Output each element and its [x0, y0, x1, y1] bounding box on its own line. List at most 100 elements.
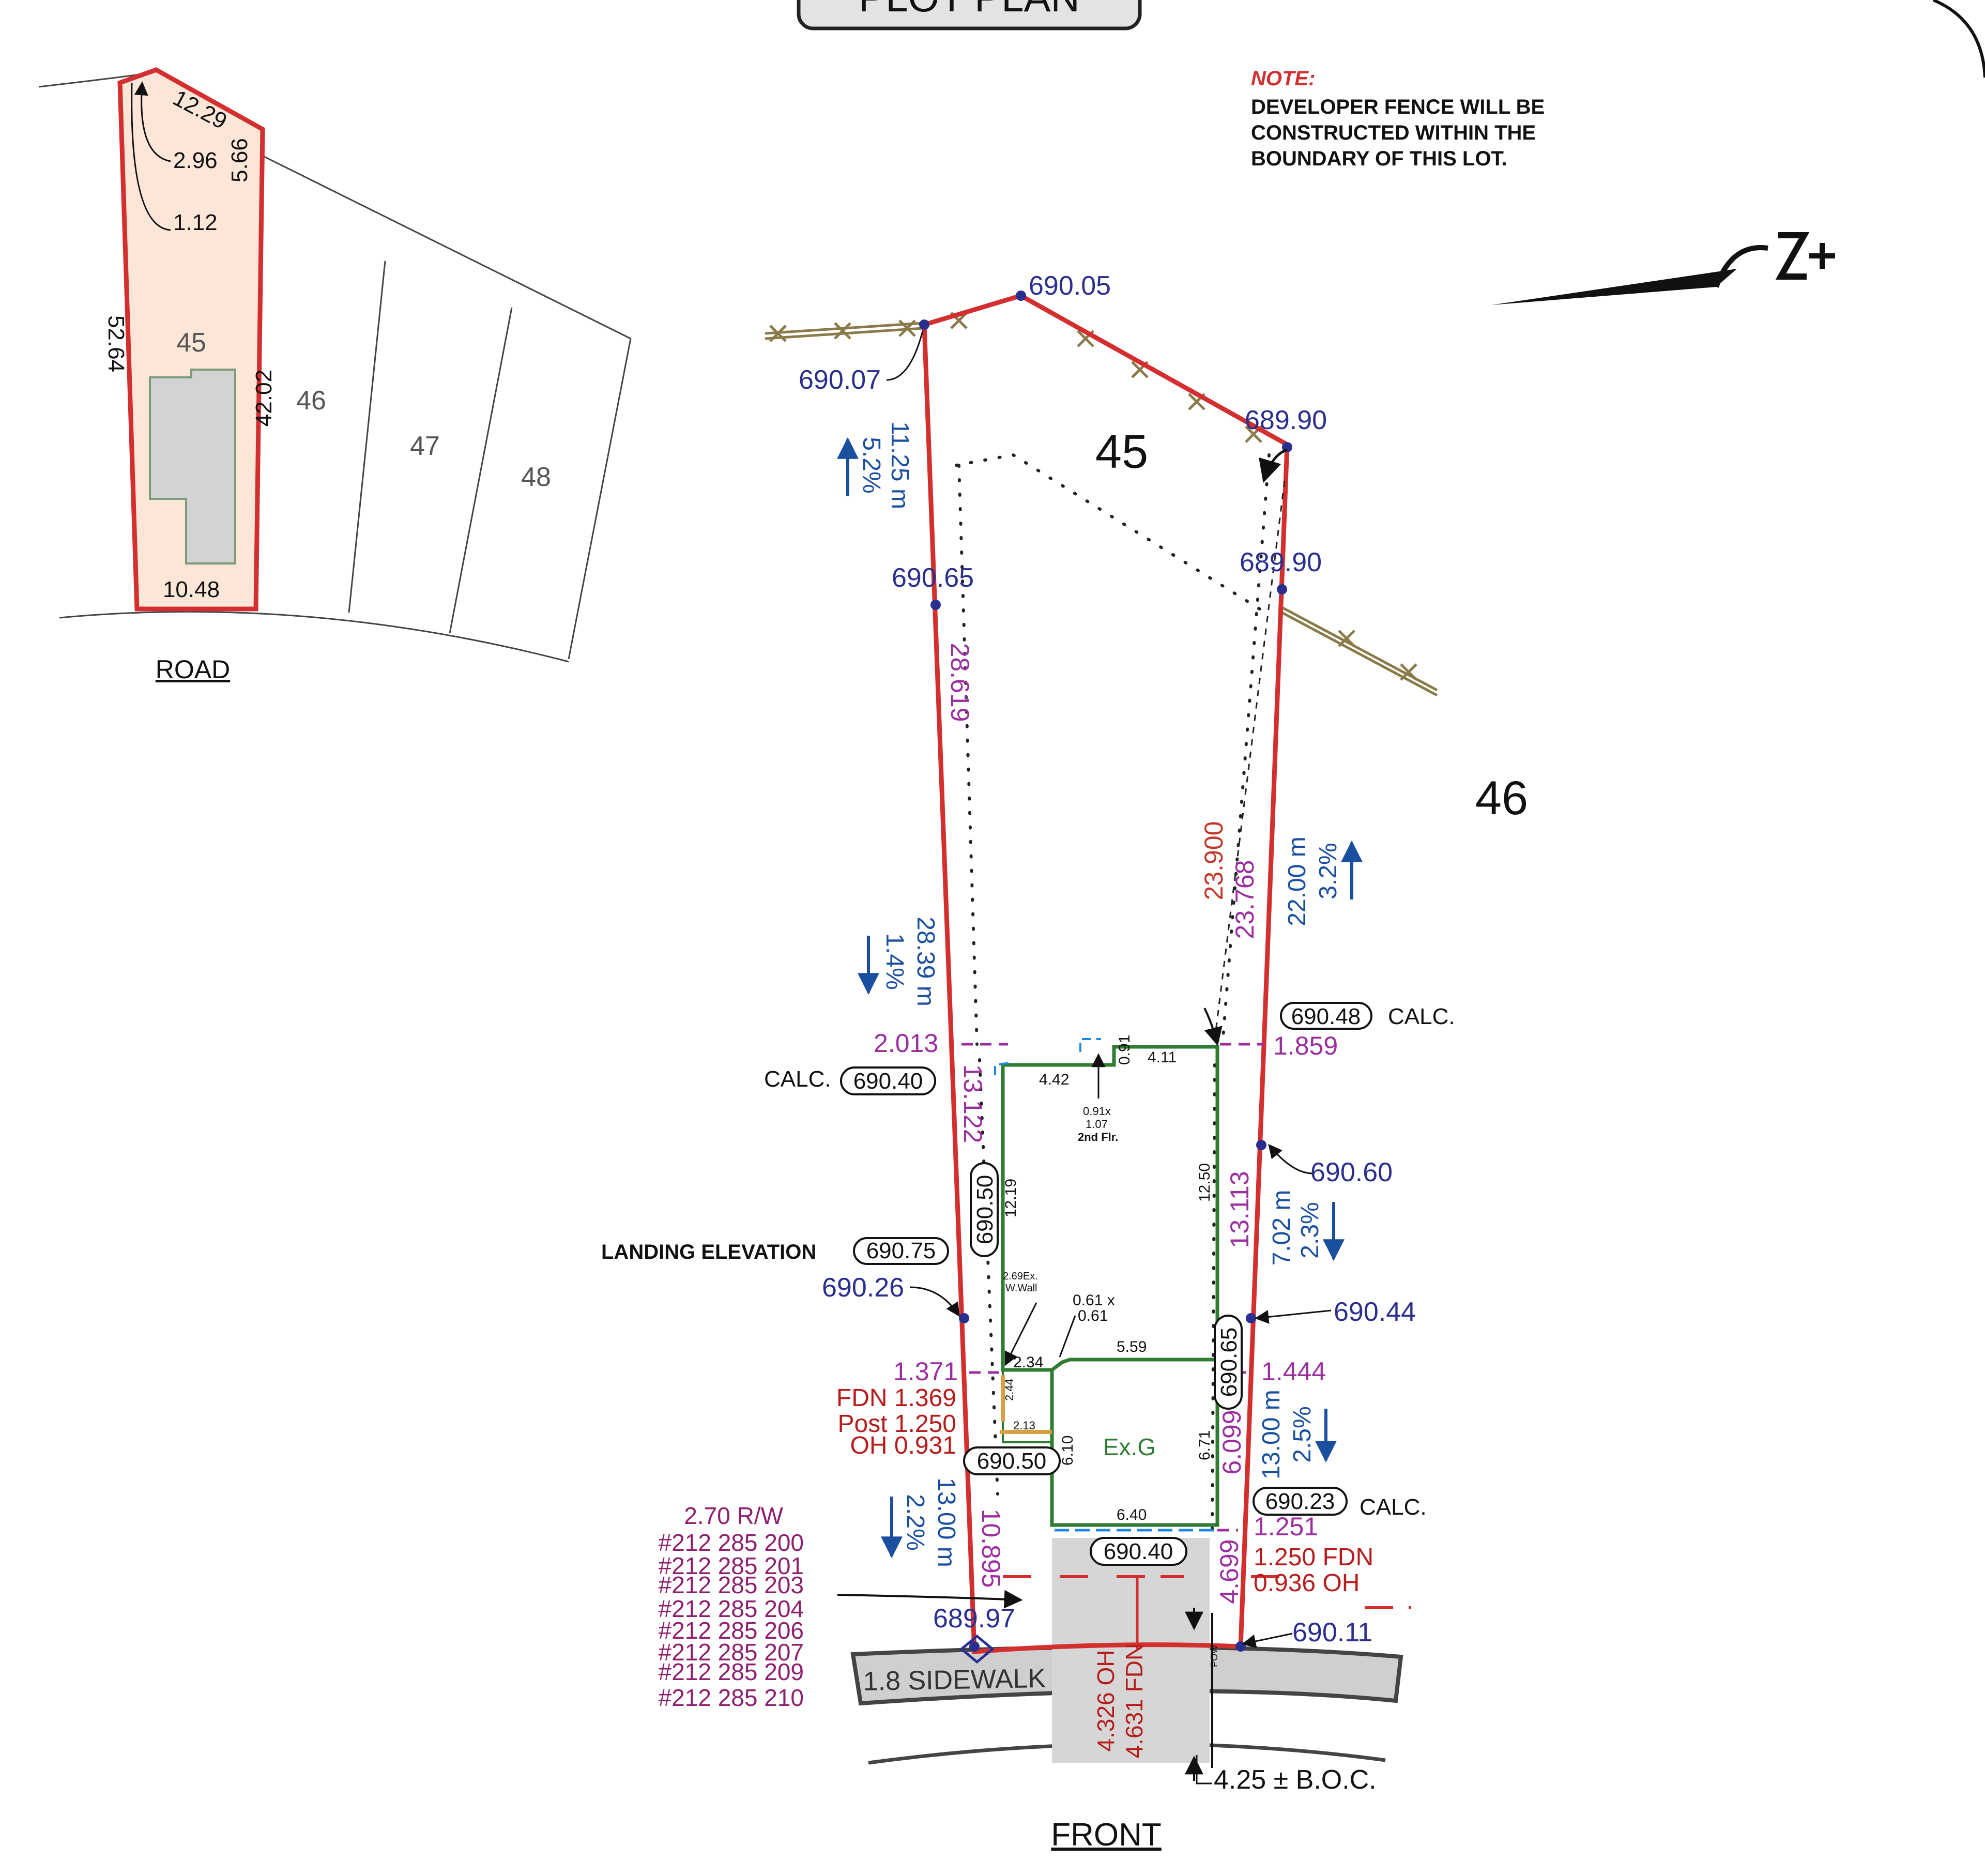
- key-dim-42-02: 42.02: [251, 370, 277, 426]
- elev-689-97: 689.97: [933, 1604, 1015, 1634]
- rw-item-7: #212 285 209: [659, 1658, 804, 1685]
- key-plan: 45 46 47 48 12.29 5.66 2.96 1.12 52.64 4…: [38, 67, 632, 684]
- oh-0-931: OH 0.931: [850, 1432, 956, 1459]
- offset-13-113: 13.113: [1225, 1171, 1254, 1248]
- offset-23-768: 23.768: [1230, 860, 1259, 939]
- right-front-clearances: 1.250 FDN 0.936 OH: [1254, 1544, 1373, 1597]
- elev-690-05: 690.05: [1029, 271, 1111, 301]
- pow-label: POW: [1209, 1645, 1219, 1667]
- grade-right-lower-length: 13.00 m: [1258, 1390, 1285, 1479]
- rw-label: 2.70 R/W: [684, 1502, 783, 1529]
- lot-45-label: 45: [1095, 425, 1148, 478]
- front-details: 4.326 OH 4.631 FDN POW 4.25 ± B.O.C. FRO…: [959, 1608, 1377, 1853]
- rw-item-3: #212 285 203: [659, 1572, 804, 1598]
- page-corner-arc: [1932, 0, 1985, 78]
- key-dim-52-64: 52.64: [103, 315, 129, 372]
- key-lot-46: 46: [296, 386, 326, 416]
- garage-label: Ex.G: [1103, 1433, 1156, 1460]
- rear-elevations: 690.05 690.07 689.90 689.90 690.65: [799, 271, 1327, 593]
- key-lot-48: 48: [521, 462, 551, 492]
- rw-item-5: #212 285 206: [659, 1617, 804, 1644]
- plot-plan-title: PLOT PLAN: [859, 0, 1080, 20]
- offset-1-251: 1.251: [1254, 1512, 1318, 1541]
- offset-2-013: 2.013: [874, 1029, 938, 1058]
- note-2nd-flr: 2nd Flr.: [1078, 1131, 1118, 1143]
- key-dim-1-12: 1.12: [173, 210, 218, 235]
- front-dashes: [1003, 1575, 1411, 1649]
- road-label: ROAD: [156, 655, 230, 684]
- dim-2-34: 2.34: [1013, 1354, 1043, 1371]
- right-of-way-list: 2.70 R/W #212 285 200 #212 285 201 #212 …: [659, 1502, 804, 1711]
- note-heading: NOTE:: [1251, 67, 1315, 90]
- note-line-1: DEVELOPER FENCE WILL BE: [1251, 96, 1545, 118]
- grade-left-upper-slope: 5.2%: [858, 437, 885, 493]
- note-line-3: BOUNDARY OF THIS LOT.: [1251, 147, 1507, 170]
- box-690-50-side: 690.50: [972, 1175, 998, 1245]
- elev-690-07: 690.07: [799, 365, 881, 395]
- box-690-40-rear: 690.40: [853, 1069, 923, 1094]
- elev-690-60: 690.60: [1310, 1157, 1393, 1187]
- lot-46-label: 46: [1475, 772, 1528, 825]
- offset-13-122: 13.122: [958, 1064, 987, 1143]
- fdn-1-250-right: 1.250 FDN: [1254, 1544, 1373, 1571]
- dim-2-44: 2.44: [1003, 1379, 1016, 1401]
- dim-12-50: 12.50: [1196, 1163, 1213, 1202]
- north-arrow: [1491, 232, 1835, 305]
- elevation-boxes: 690.48 CALC. CALC. 690.40 LANDING ELEVAT…: [601, 1002, 1455, 1566]
- front-label: FRONT: [1051, 1817, 1162, 1853]
- calc-label-2: CALC.: [764, 1066, 831, 1092]
- rw-item-4: #212 285 204: [659, 1595, 804, 1622]
- post-1-250: Post 1.250: [838, 1410, 957, 1438]
- calc-label-1: CALC.: [1388, 1004, 1455, 1029]
- box-690-48: 690.48: [1291, 1004, 1361, 1029]
- rw-item-2: #212 285 201: [659, 1552, 804, 1579]
- dim-0-91: 0.91: [1116, 1035, 1133, 1065]
- wall-note-a: 2.69Ex.: [1003, 1271, 1038, 1282]
- key-lot-45: 45: [176, 328, 206, 358]
- house-footprint: [994, 1038, 1219, 1532]
- grade-right-mid-length: 7.02 m: [1268, 1190, 1295, 1266]
- note-0-91x: 0.91x: [1083, 1105, 1111, 1118]
- rw-item-8: #212 285 210: [659, 1684, 804, 1711]
- boc-label: 4.25 ± B.O.C.: [1214, 1765, 1377, 1795]
- fdn-1-369: FDN 1.369: [836, 1384, 956, 1412]
- fence-lines: [765, 312, 1438, 697]
- point-elevations: 690.60 690.26 690.44 689.97 690.11: [822, 1143, 1416, 1649]
- fdn-4-631: 4.631 FDN: [1121, 1643, 1148, 1758]
- grade-left-front-length: 13.00 m: [933, 1477, 960, 1567]
- box-690-50-garage: 690.50: [977, 1448, 1047, 1474]
- dim-0-61: 0.61: [1078, 1307, 1108, 1324]
- oh-4-326: 4.326 OH: [1092, 1650, 1119, 1752]
- offset-1-444: 1.444: [1261, 1357, 1326, 1386]
- offset-10-895: 10.895: [976, 1509, 1005, 1588]
- dim-6-71: 6.71: [1196, 1430, 1213, 1460]
- elev-689-90-a: 689.90: [1245, 405, 1327, 435]
- oh-0-936-right: 0.936 OH: [1254, 1569, 1360, 1597]
- key-plan-house: [149, 369, 236, 565]
- grade-right-upper-length: 22.00 m: [1284, 836, 1311, 926]
- grade-annotations: 11.25 m 5.2% 28.39 m 1.4% 22.00 m 3.2% 7…: [837, 421, 1363, 1567]
- rw-item-1: #212 285 200: [659, 1529, 804, 1556]
- offset-dimensions: 28.619 23.900 23.768 13.122 13.113 6.099…: [874, 643, 1338, 1604]
- key-dim-10-48: 10.48: [163, 577, 220, 602]
- grade-left-upper-length: 11.25 m: [886, 421, 913, 509]
- dim-2-13: 2.13: [1013, 1419, 1035, 1432]
- wall-note-b: W.Wall: [1005, 1283, 1037, 1294]
- house-dimensions: 4.42 4.11 0.91 0.91x 1.07 2nd Flr. 12.19…: [1002, 1035, 1213, 1523]
- offset-1-859: 1.859: [1273, 1031, 1338, 1060]
- dim-0-61x: 0.61 x: [1073, 1292, 1115, 1309]
- key-dim-2-96: 2.96: [173, 148, 218, 173]
- elev-690-44: 690.44: [1334, 1297, 1416, 1327]
- calc-label-3: CALC.: [1360, 1494, 1427, 1520]
- note-line-2: CONSTRUCTED WITHIN THE: [1251, 121, 1536, 144]
- grade-left-lower-slope: 1.4%: [881, 933, 908, 989]
- dim-6-40: 6.40: [1117, 1506, 1147, 1523]
- elev-690-26: 690.26: [822, 1273, 904, 1303]
- elev-690-65: 690.65: [892, 563, 974, 593]
- note-1-07: 1.07: [1086, 1118, 1108, 1131]
- grade-right-upper-slope: 3.2%: [1315, 843, 1342, 899]
- offset-23-900: 23.900: [1199, 821, 1228, 901]
- elev-689-90-b: 689.90: [1240, 547, 1322, 577]
- title-block: PLOT PLAN: [797, 0, 1142, 30]
